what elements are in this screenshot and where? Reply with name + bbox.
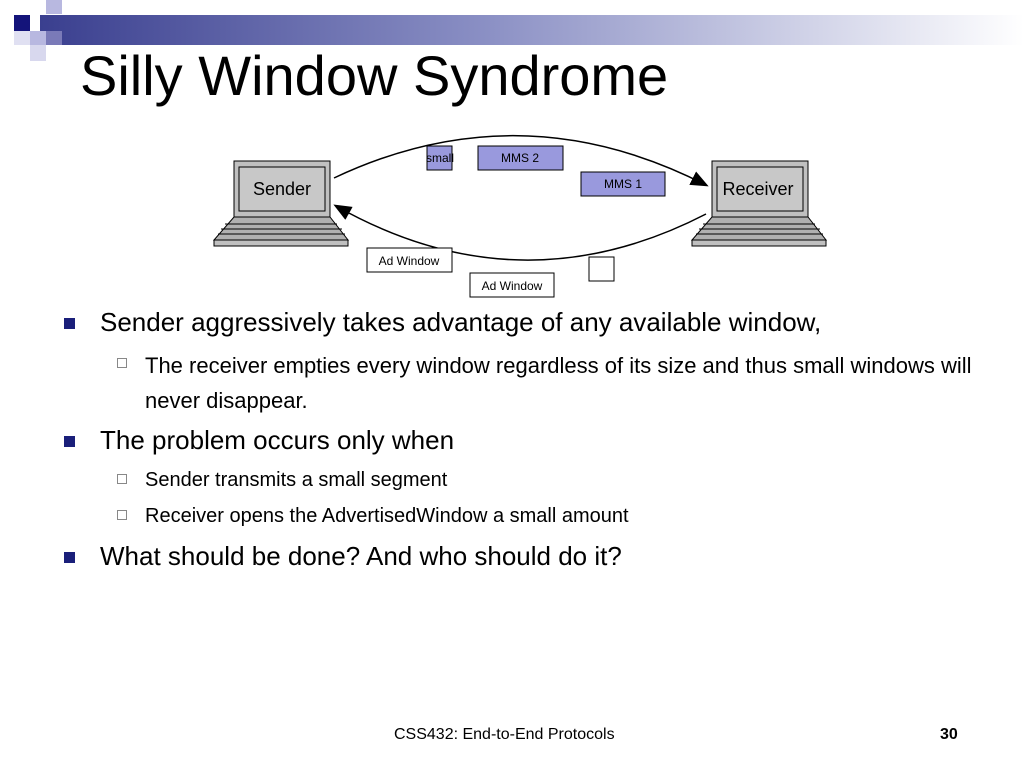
sub-bullet-text: Sender transmits a small segment — [145, 468, 448, 491]
slide-title: Silly Window Syndrome — [80, 44, 669, 107]
mms2-label: MMS 2 — [501, 151, 539, 165]
receiver-label: Receiver — [722, 179, 793, 199]
mms2-segment — [477, 145, 564, 171]
small-segment-label: small — [426, 151, 454, 165]
sender-to-receiver-arrow — [333, 134, 709, 187]
bullet-square-icon — [64, 318, 75, 329]
footer-text: CSS432: End-to-End Protocols — [394, 726, 615, 743]
mms1-segment — [580, 171, 666, 197]
decor-square — [46, 31, 62, 45]
bullet-square-icon — [64, 551, 75, 563]
bullet-list: Sender aggressively takes advantage of a… — [60, 306, 990, 574]
sub-bullet-box-icon — [117, 509, 127, 520]
decor-square — [14, 31, 30, 45]
decor-square — [46, 0, 62, 14]
decor-square — [30, 31, 46, 45]
sub-bullet-item: Receiver opens the AdvertisedWindow a sm… — [60, 500, 990, 532]
bullet-item: What should be done? And who should do i… — [60, 540, 990, 574]
small-ad-window-box — [588, 256, 615, 282]
receiver-to-sender-arrow — [333, 204, 707, 261]
decor-square — [14, 15, 30, 31]
mms1-label: MMS 1 — [604, 177, 642, 191]
bullet-item: The problem occurs only when — [60, 424, 990, 458]
sub-bullet-text: The receiver empties every window regard… — [145, 352, 972, 413]
bullet-text: What should be done? And who should do i… — [100, 540, 622, 571]
receiver-computer-icon — [690, 160, 828, 247]
header-gradient-bar — [40, 15, 1024, 45]
sub-bullet-item: Sender transmits a small segment — [60, 464, 990, 496]
bullet-item: Sender aggressively takes advantage of a… — [60, 306, 990, 340]
ad-window-box-2 — [469, 272, 555, 298]
sender-label: Sender — [253, 179, 311, 199]
ad-window-box-1 — [366, 247, 453, 273]
sender-computer-icon — [212, 160, 350, 247]
sub-bullet-box-icon — [117, 473, 127, 484]
sub-bullet-box-icon — [117, 357, 127, 368]
decor-square — [30, 45, 46, 61]
sub-bullet-item: The receiver empties every window regard… — [60, 348, 990, 418]
sub-bullet-text: Receiver opens the AdvertisedWindow a sm… — [145, 504, 629, 527]
bullet-text: Sender aggressively takes advantage of a… — [100, 307, 822, 337]
bullet-square-icon — [64, 436, 75, 448]
bullet-text: The problem occurs only when — [100, 425, 455, 456]
ad-window-label-1: Ad Window — [379, 254, 440, 268]
small-segment — [426, 145, 453, 171]
ad-window-label-2: Ad Window — [482, 279, 543, 293]
page-number: 30 — [940, 726, 958, 743]
